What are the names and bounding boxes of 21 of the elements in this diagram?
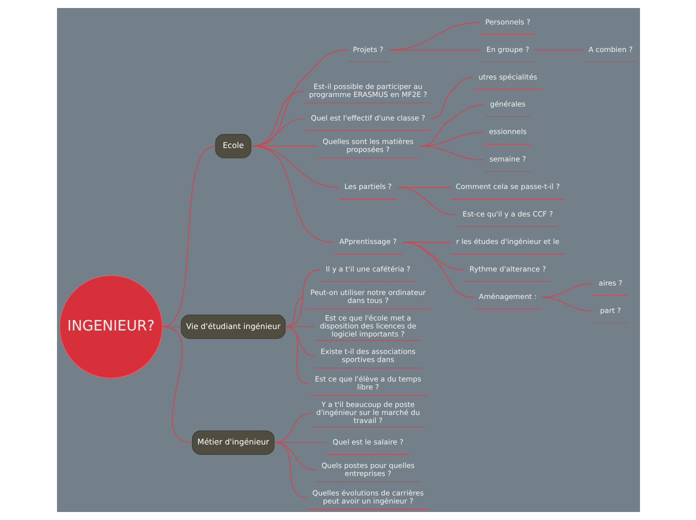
node-circle: INGENIEUR?	[58, 275, 162, 378]
connector	[418, 132, 484, 147]
connector	[418, 146, 484, 160]
connector	[284, 296, 304, 328]
connector	[250, 146, 334, 243]
connector	[388, 22, 480, 50]
connector	[250, 146, 339, 188]
connector	[250, 50, 346, 147]
connector	[284, 326, 314, 357]
connector	[284, 269, 320, 328]
connector	[250, 146, 316, 147]
connector	[274, 442, 306, 498]
connector	[161, 326, 192, 443]
connector	[284, 326, 310, 384]
connector	[402, 242, 474, 298]
connector	[396, 186, 457, 216]
connector	[540, 296, 592, 312]
connector	[430, 77, 472, 120]
connector	[418, 104, 484, 147]
connector	[274, 442, 326, 443]
connector	[161, 146, 215, 328]
